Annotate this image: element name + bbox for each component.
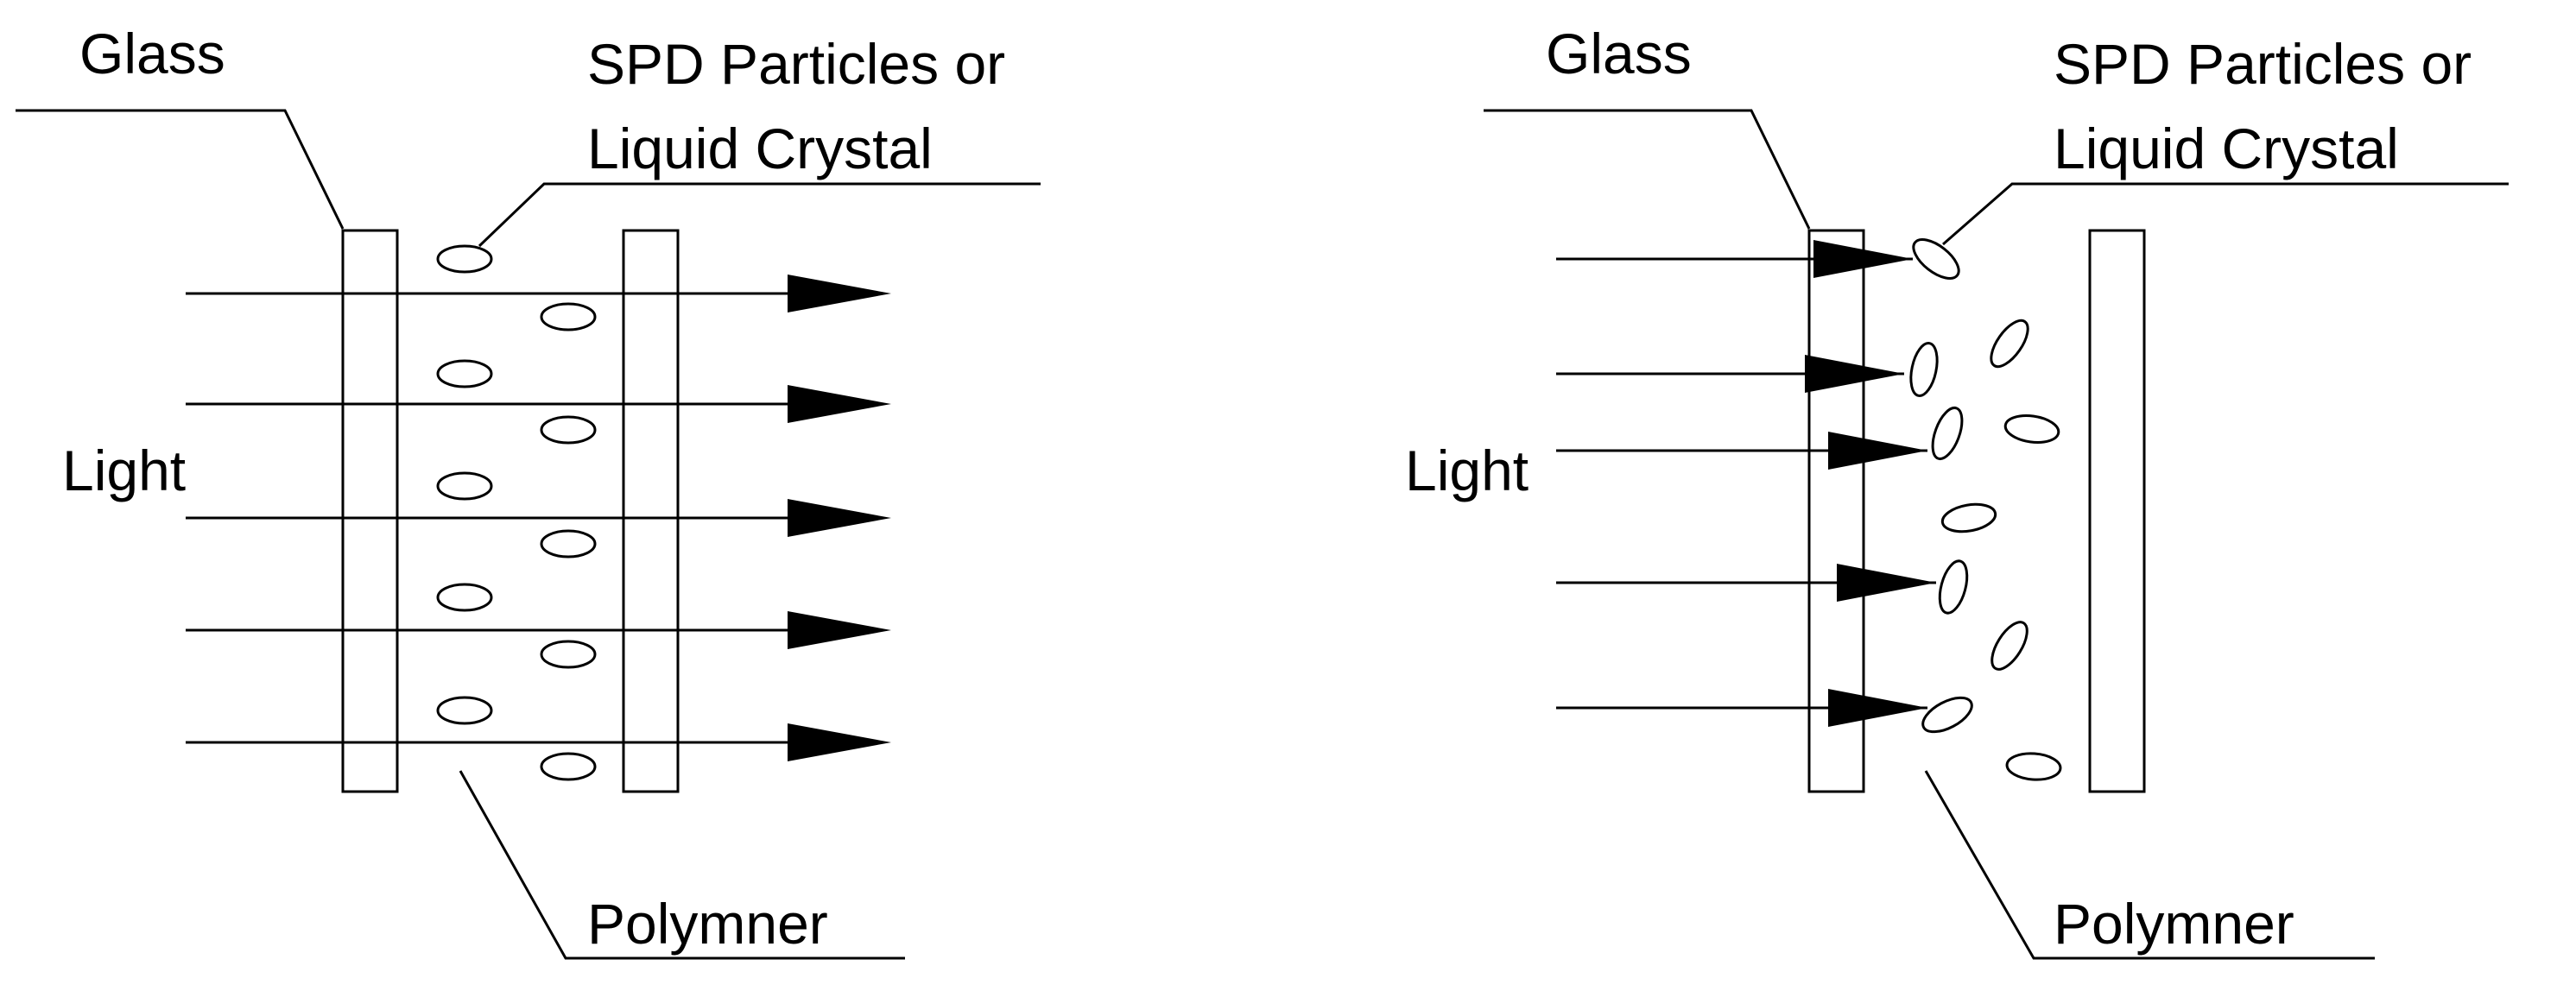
arrowhead	[788, 611, 891, 649]
arrowhead	[1828, 689, 1927, 727]
particle	[1909, 342, 1939, 397]
particle	[540, 415, 597, 445]
particle	[1940, 502, 1997, 533]
particle	[2005, 752, 2062, 781]
aligned-particles	[436, 244, 597, 781]
glass-leader-line	[1484, 109, 1811, 230]
particle	[1921, 696, 1973, 734]
particle	[540, 302, 597, 331]
particle	[436, 583, 493, 612]
particle	[2003, 414, 2060, 444]
arrowhead	[1813, 240, 1913, 278]
particle	[540, 529, 597, 559]
arrowhead	[1805, 355, 1904, 393]
particle	[436, 696, 493, 725]
particle	[540, 752, 597, 781]
glass-pane-left	[341, 229, 399, 793]
polymer-label: Polymner	[2054, 892, 2294, 956]
light-rays	[186, 275, 891, 761]
particle	[1990, 319, 2029, 369]
light-rays	[1556, 240, 1936, 727]
light-label: Light	[62, 439, 186, 502]
particles-label-line1: SPD Particles or	[587, 32, 1005, 96]
random-particles	[1909, 238, 2062, 781]
arrowhead	[788, 723, 891, 761]
particles-leader-line	[478, 182, 1041, 248]
particle	[540, 640, 597, 669]
particles-label-line1: SPD Particles or	[2054, 32, 2472, 96]
particle	[1912, 238, 1960, 280]
particle	[1938, 559, 1969, 615]
light-label: Light	[1405, 439, 1529, 502]
polymer-label: Polymner	[587, 892, 828, 956]
glass-pane-right	[2088, 229, 2146, 793]
arrowhead	[788, 499, 891, 537]
glass-pane-right	[622, 229, 680, 793]
particles-label-line2: Liquid Crystal	[587, 117, 933, 180]
particles-leader-line	[1942, 182, 2509, 246]
glass-leader-line	[16, 109, 345, 230]
panel-opaque: Glass SPD Particles or Liquid Crystal Li…	[1405, 22, 2509, 960]
arrowhead	[788, 275, 891, 312]
particle	[436, 471, 493, 501]
particle	[1991, 621, 2029, 671]
polymer-leader-line	[1924, 770, 2375, 960]
particle	[1931, 406, 1964, 461]
arrowhead	[1837, 564, 1936, 602]
polymer-leader-line	[459, 770, 905, 960]
panel-transparent: Glass SPD Particles or Liquid Crystal Li…	[16, 22, 1041, 960]
particles-label-line2: Liquid Crystal	[2054, 117, 2399, 180]
arrowhead	[1828, 432, 1927, 470]
glass-label: Glass	[79, 22, 225, 85]
arrowhead	[788, 385, 891, 423]
particle	[436, 359, 493, 388]
particle	[436, 244, 493, 274]
glass-label: Glass	[1546, 22, 1692, 85]
